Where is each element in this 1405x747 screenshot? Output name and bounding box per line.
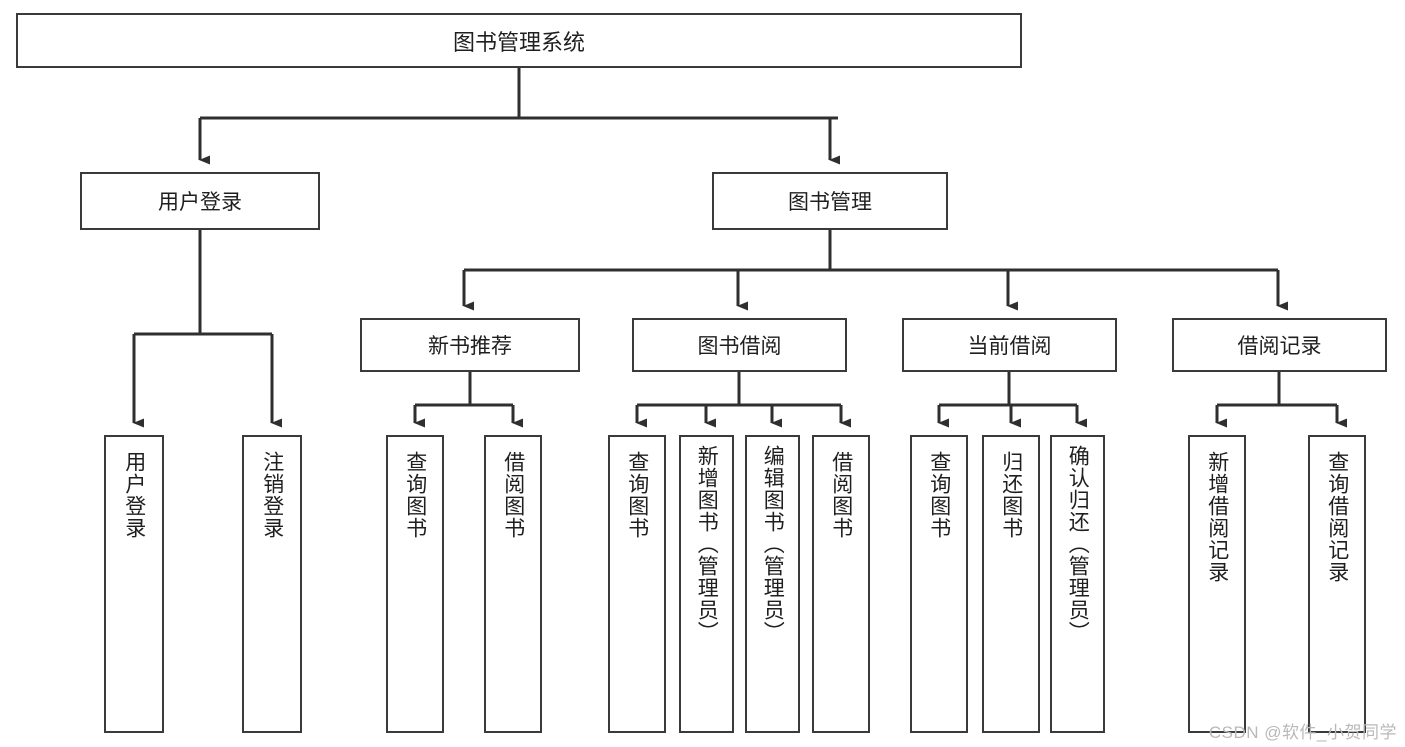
- node-leaf-query-book-1[interactable]: 查询图书: [386, 435, 444, 733]
- node-leaf-query-book-2-label: 查询图书: [625, 451, 649, 539]
- node-leaf-add-record[interactable]: 新增借阅记录: [1188, 435, 1246, 733]
- node-book-borrow[interactable]: 图书借阅: [632, 318, 847, 372]
- node-book-borrow-label: 图书借阅: [697, 335, 782, 358]
- node-leaf-borrow-book-1[interactable]: 借阅图书: [484, 435, 542, 733]
- node-root-label: 图书管理系统: [452, 29, 585, 55]
- node-leaf-query-book-2[interactable]: 查询图书: [608, 435, 666, 733]
- node-root[interactable]: 图书管理系统: [16, 13, 1022, 68]
- node-leaf-logout-label: 注销登录: [260, 451, 284, 539]
- node-leaf-user-login-label: 用户登录: [122, 451, 146, 539]
- node-leaf-borrow-book-2[interactable]: 借阅图书: [812, 435, 870, 733]
- node-user-login[interactable]: 用户登录: [80, 172, 320, 230]
- node-leaf-edit-book[interactable]: 编辑图书（管理员）: [745, 435, 800, 733]
- node-leaf-query-book-1-label: 查询图书: [403, 451, 427, 539]
- node-leaf-logout[interactable]: 注销登录: [242, 435, 302, 733]
- node-current-borrow-label: 当前借阅: [967, 335, 1052, 358]
- node-leaf-confirm-return-label: 确认归还（管理员）: [1066, 445, 1090, 643]
- node-book-manage[interactable]: 图书管理: [712, 172, 948, 230]
- node-leaf-query-book-3-label: 查询图书: [927, 451, 951, 539]
- node-user-login-label: 用户登录: [158, 191, 242, 214]
- node-leaf-query-record-label: 查询借阅记录: [1325, 451, 1349, 583]
- node-leaf-borrow-book-2-label: 借阅图书: [829, 451, 853, 539]
- node-current-borrow[interactable]: 当前借阅: [902, 318, 1117, 372]
- node-leaf-edit-book-label: 编辑图书（管理员）: [761, 445, 785, 643]
- node-leaf-confirm-return[interactable]: 确认归还（管理员）: [1050, 435, 1105, 733]
- node-leaf-add-book[interactable]: 新增图书（管理员）: [679, 435, 734, 733]
- node-leaf-add-record-label: 新增借阅记录: [1205, 451, 1229, 583]
- node-leaf-user-login[interactable]: 用户登录: [104, 435, 164, 733]
- node-leaf-query-record[interactable]: 查询借阅记录: [1308, 435, 1366, 733]
- node-borrow-record-label: 借阅记录: [1237, 335, 1322, 358]
- node-borrow-record[interactable]: 借阅记录: [1172, 318, 1387, 372]
- node-leaf-add-book-label: 新增图书（管理员）: [695, 445, 719, 643]
- node-leaf-query-book-3[interactable]: 查询图书: [910, 435, 968, 733]
- node-book-manage-label: 图书管理: [788, 191, 872, 214]
- node-leaf-return-book-label: 归还图书: [999, 451, 1023, 539]
- node-leaf-borrow-book-1-label: 借阅图书: [501, 451, 525, 539]
- watermark: CSDN @软件_小贺同学: [1208, 723, 1397, 742]
- node-new-book-rec[interactable]: 新书推荐: [360, 318, 580, 372]
- node-new-book-rec-label: 新书推荐: [428, 335, 512, 358]
- node-leaf-return-book[interactable]: 归还图书: [982, 435, 1040, 733]
